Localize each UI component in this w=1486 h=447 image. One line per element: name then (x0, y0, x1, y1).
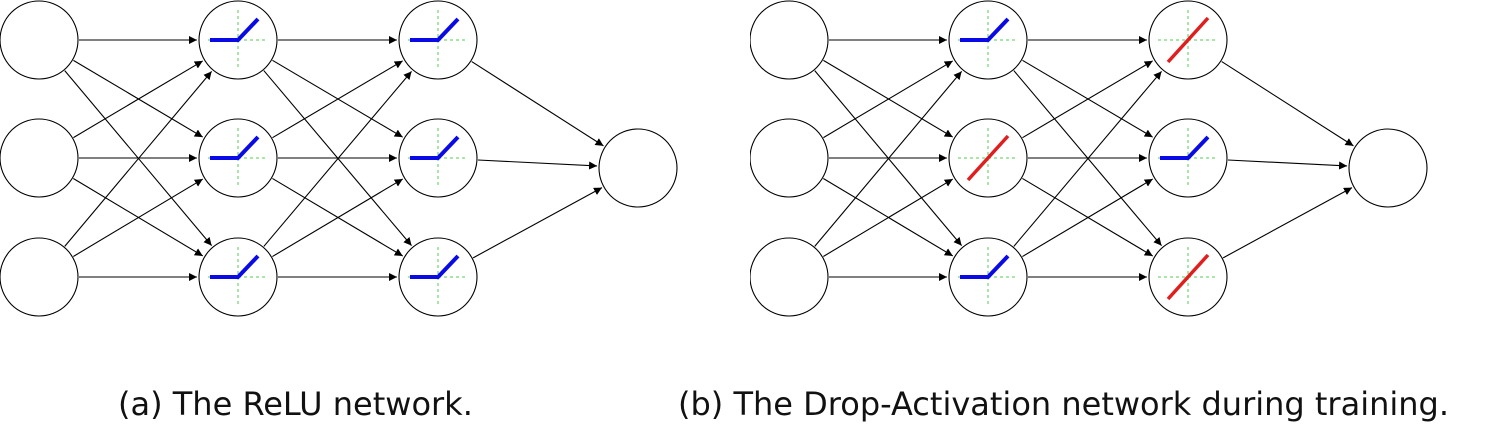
edge-output-from-n1 (1221, 61, 1354, 147)
edge-output-from-n3 (472, 187, 603, 259)
input-neuron (750, 118, 829, 198)
edge-output-from-n2 (1227, 159, 1348, 170)
edges-group (814, 36, 1354, 281)
relu-activation-icon (960, 254, 1010, 279)
identity-activation-icon (1166, 16, 1210, 64)
drop-activation-network-svg (750, 0, 1428, 317)
edge-layer2-n2-to-n1 (1022, 60, 1153, 139)
relu-activation-icon (210, 135, 260, 160)
identity-activation-icon (1166, 253, 1210, 301)
edge-layer1-n3-to-n2 (73, 178, 204, 257)
relu-activation-icon (410, 17, 460, 42)
input-neuron (0, 0, 79, 80)
relu-activation-icon (1160, 135, 1210, 160)
edge-output-from-n3 (1222, 187, 1353, 259)
hidden-neuron-identity (1148, 237, 1228, 317)
hidden-neuron-relu (198, 118, 278, 198)
edge-layer1-n2-to-n1 (73, 60, 204, 139)
hidden-neuron-relu (398, 237, 478, 317)
output-neuron (1348, 128, 1428, 208)
hidden-neuron-identity (1148, 0, 1228, 80)
input-neuron (750, 0, 829, 80)
edge-output-from-n1 (471, 61, 604, 147)
hidden-neuron-relu (948, 0, 1028, 80)
relu-activation-icon (210, 17, 260, 42)
nodes-group (750, 0, 1428, 317)
edge-layer1-n3-to-n1 (64, 71, 213, 247)
edge-layer2-n3-to-n2 (272, 178, 404, 258)
identity-activation-icon (966, 134, 1010, 182)
hidden-neuron-relu (198, 0, 278, 80)
input-neuron (0, 237, 79, 317)
edge-layer2-n2-to-n1 (272, 60, 403, 139)
edge-layer1-n2-to-n1 (823, 60, 954, 139)
relu-activation-icon (960, 17, 1010, 42)
hidden-neuron-relu (198, 237, 278, 317)
relu-network-diagram (0, 0, 680, 318)
hidden-neuron-relu (398, 0, 478, 80)
nodes-group (0, 0, 678, 317)
hidden-neuron-relu (948, 237, 1028, 317)
relu-network-svg (0, 0, 678, 317)
edges-group (64, 36, 604, 281)
drop-activation-network-diagram (750, 0, 1430, 318)
caption-drop-activation-network: (b) The Drop-Activation network during t… (678, 385, 1450, 423)
input-neuron (0, 118, 79, 198)
edge-layer2-n3-to-n2 (1022, 178, 1154, 258)
edge-layer2-n3-to-n1 (1013, 70, 1162, 247)
relu-activation-icon (410, 254, 460, 279)
hidden-neuron-identity (948, 118, 1028, 198)
relu-activation-icon (210, 254, 260, 279)
output-neuron (598, 128, 678, 208)
caption-relu-network: (a) The ReLU network. (118, 385, 473, 423)
hidden-neuron-relu (398, 118, 478, 198)
relu-activation-icon (410, 135, 460, 160)
edge-output-from-n2 (477, 159, 598, 170)
edge-layer1-n3-to-n1 (814, 71, 963, 247)
hidden-neuron-relu (1148, 118, 1228, 198)
edge-layer2-n3-to-n1 (263, 70, 412, 247)
edge-layer1-n3-to-n2 (823, 178, 954, 257)
input-neuron (750, 237, 829, 317)
